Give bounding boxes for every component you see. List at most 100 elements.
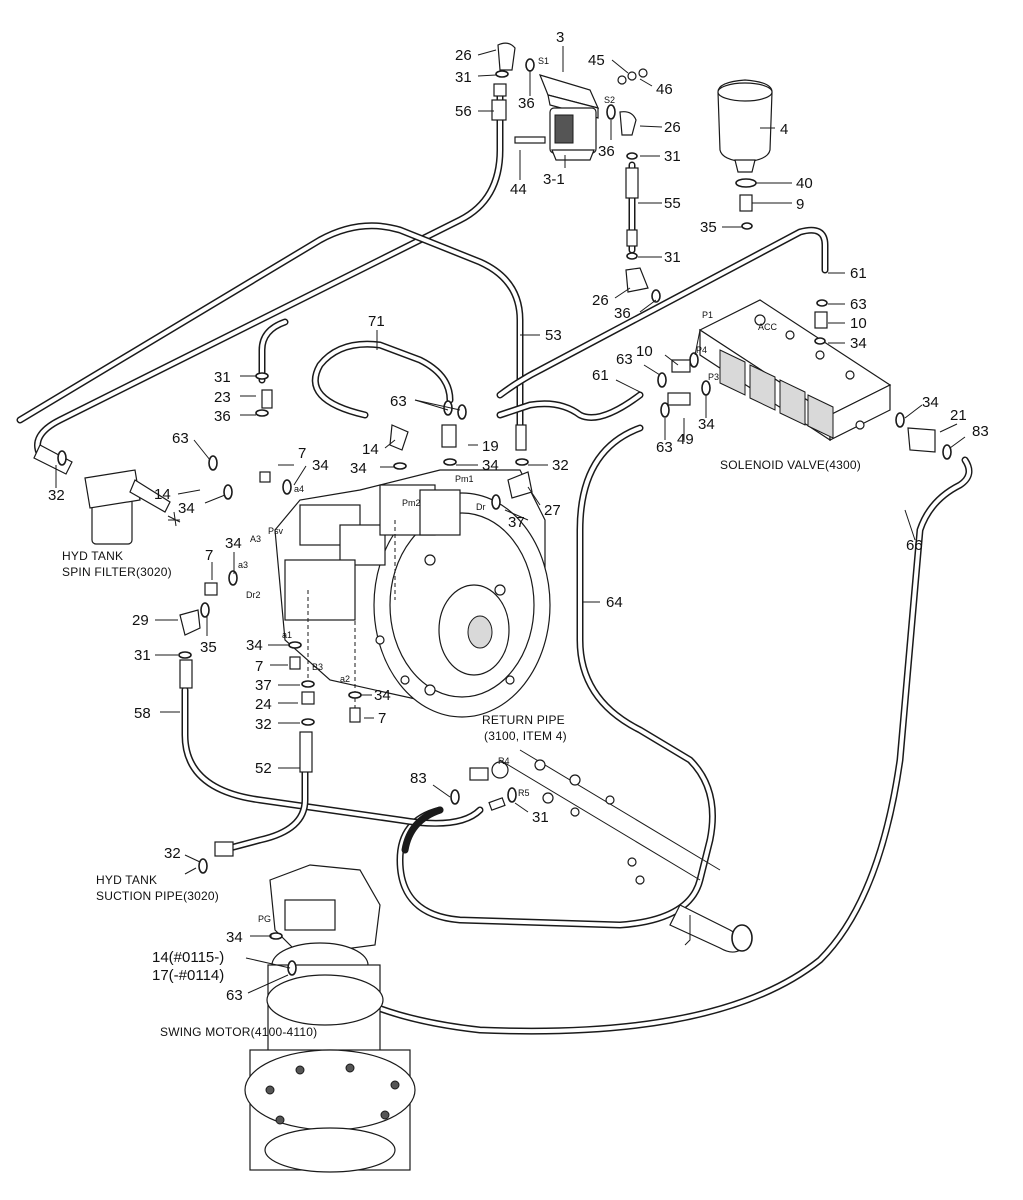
callout-32-suction: 32 [164,845,181,862]
port-dr2: Dr2 [246,590,261,600]
port-s2: S2 [604,95,615,105]
callout-52: 52 [255,760,272,777]
callout-63-swing: 63 [226,987,243,1004]
callout-7-a3: 7 [205,547,213,564]
callout-34-a3: 34 [225,535,242,552]
callout-63-solenoid: 63 [616,351,633,368]
callout-21: 21 [950,407,967,424]
callout-3-1: 3-1 [543,171,565,188]
return-filter-assembly [491,42,649,293]
callout-36-left: 36 [214,408,231,425]
port-r4: R4 [498,756,510,766]
callout-32-spin-filter: 32 [48,487,65,504]
assembly-captions: RETURN PIPE (3100, ITEM 4) SOLENOID VALV… [62,458,861,1039]
callout-63-pump: 63 [390,393,407,410]
callout-17-swing: 17(-#0114) [152,967,224,984]
swing-motor-assembly [244,864,416,1173]
callout-58: 58 [134,705,151,722]
callout-44: 44 [510,181,527,198]
callout-10-solenoid: 10 [636,343,653,360]
callout-34-swing: 34 [226,929,243,946]
caption-return-pipe-2: (3100, ITEM 4) [484,729,567,743]
callout-24: 24 [255,696,272,713]
callout-31-top: 31 [455,69,472,86]
caption-suction-pipe-1: HYD TANK [96,873,157,887]
port-pm1: Pm1 [455,474,474,484]
port-r5: R5 [518,788,530,798]
return-pipe-assembly [469,749,753,953]
port-a4: a4 [294,484,304,494]
port-psv: Psv [268,526,284,536]
callout-63-right: 63 [850,296,867,313]
callout-35-top: 35 [700,219,717,236]
callout-32-pump: 32 [552,457,569,474]
callout-3: 3 [556,29,564,46]
callout-4: 4 [780,121,788,138]
callout-37-dr: 37 [508,514,525,531]
callout-7-b3: 7 [255,658,263,675]
callout-34-psv: 34 [178,500,195,517]
callout-7-upper: 7 [298,445,306,462]
port-pm2: Pm2 [402,498,421,508]
callout-83-return: 83 [410,770,427,787]
callout-34-a2: 34 [374,687,391,704]
callout-46: 46 [656,81,673,98]
callout-26-lower: 26 [592,292,609,309]
callout-32-b3: 32 [255,716,272,733]
callout-34-pm1-right: 34 [482,457,499,474]
callout-23: 23 [214,389,231,406]
port-a1: a1 [282,630,292,640]
callout-7-a2: 7 [378,710,386,727]
callout-37-b3: 37 [255,677,272,694]
callout-56: 56 [455,103,472,120]
fittings-and-orings [57,58,952,976]
port-p4: P4 [696,345,707,355]
callout-36-lower: 36 [614,305,631,322]
callout-61-right: 61 [850,265,867,282]
callout-61-mid: 61 [592,367,609,384]
callout-31-return: 31 [532,809,549,826]
callout-34-a1: 34 [246,637,263,654]
caption-swing-motor: SWING MOTOR(4100-4110) [160,1025,317,1039]
caption-return-pipe-1: RETURN PIPE [482,713,565,727]
main-pump-assembly [274,469,551,718]
part-callouts: 26 3 31 45 46 4 36 56 26 36 31 44 3-1 40… [48,29,989,1004]
callout-34-pm1-left: 34 [350,460,367,477]
port-b3: B3 [312,662,323,672]
port-p1: P1 [702,310,713,320]
callout-83-right: 83 [972,423,989,440]
callout-19: 19 [482,438,499,455]
caption-suction-pipe-2: SUCTION PIPE(3020) [96,889,219,903]
spin-filter-assembly [33,444,181,545]
port-a3-small: a3 [238,560,248,570]
callout-34-far-right: 34 [922,394,939,411]
callout-36-mid: 36 [598,143,615,160]
callout-31-mid: 31 [664,148,681,165]
callout-29: 29 [132,612,149,629]
caption-solenoid-valve: SOLENOID VALVE(4300) [720,458,861,472]
air-breather-assembly [717,79,773,212]
port-labels: S1 S2 P1 ACC P4 P3 Pm1 Pm2 Dr a4 A3 Psv … [238,56,778,924]
solenoid-valve-block [698,299,892,442]
callout-26-top: 26 [455,47,472,64]
callout-66: 66 [906,537,923,554]
callout-31-pump-left: 31 [134,647,151,664]
callout-10-right: 10 [850,315,867,332]
caption-spin-filter-2: SPIN FILTER(3020) [62,565,172,579]
callout-49: 49 [677,431,694,448]
port-dr: Dr [476,502,486,512]
port-a3: A3 [250,534,261,544]
callout-53: 53 [545,327,562,344]
leader-lines [55,46,966,994]
callout-27: 27 [544,502,561,519]
callout-45: 45 [588,52,605,69]
callout-26-mid: 26 [664,119,681,136]
callout-36-top: 36 [518,95,535,112]
callout-71: 71 [368,313,385,330]
callout-55: 55 [664,195,681,212]
port-pg: PG [258,914,271,924]
port-p3: P3 [708,372,719,382]
callout-14-swing: 14(#0115-) [152,949,224,966]
